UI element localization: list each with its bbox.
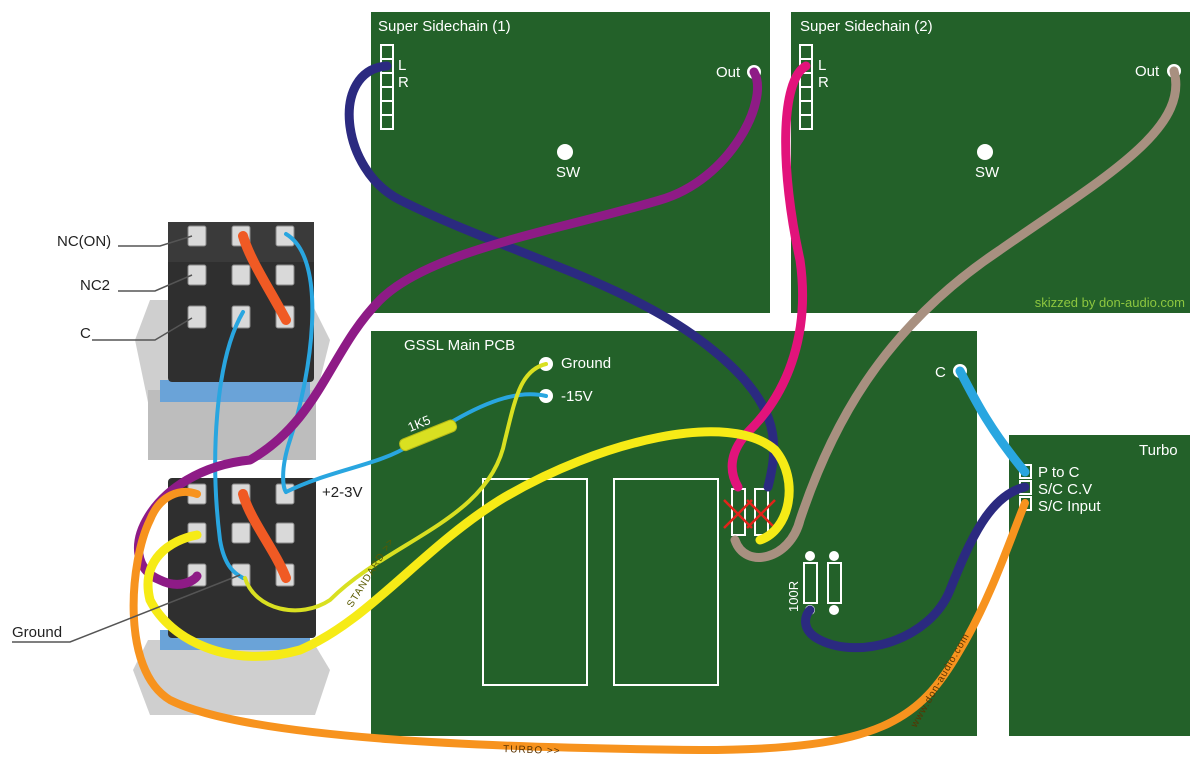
sidechain-2-sw-label: SW — [975, 164, 1000, 181]
sidechain-1-sw-label: SW — [556, 164, 581, 181]
wire-jumper-upper — [238, 231, 291, 325]
wire-label-turbo: TURBO >> — [503, 744, 561, 757]
main-pcb-title: GSSL Main PCB — [404, 337, 515, 354]
board-gssl-main: GSSL Main PCB Ground -15V C 100R — [371, 331, 977, 736]
wire-purple-sidechain1-out — [134, 67, 762, 589]
label-nc2: NC2 — [80, 277, 110, 294]
ground-pad-label: Ground — [561, 355, 611, 372]
component-footprint-2 — [613, 478, 719, 686]
sidechain-1-out-label: Out — [716, 64, 741, 81]
sidechain-2-title: Super Sidechain (2) — [800, 18, 933, 35]
wire-navy-turbo — [801, 482, 1030, 653]
wire-lightblue-switch — [281, 232, 315, 494]
wire-orange-turbo — [129, 487, 1029, 754]
wire-lime-ground — [243, 362, 548, 613]
turbo-sc-cv: S/C C.V — [1038, 481, 1092, 498]
sidechain-2-header — [799, 44, 813, 130]
turbo-title: Turbo — [1139, 442, 1178, 459]
resistor-1k5 — [399, 419, 458, 452]
wire-taupe-sidechain2-out — [730, 66, 1181, 562]
sidechain-1-title: Super Sidechain (1) — [378, 18, 511, 35]
wire-lightblue-c-to-turbo — [955, 366, 1030, 477]
resistor-100r-label: 100R — [786, 581, 801, 612]
turbo-p-to-c: P to C — [1038, 464, 1080, 481]
sidechain-1-header — [380, 44, 394, 130]
sidechain-2-sw-pad — [977, 144, 993, 160]
wire-jumper-lower — [238, 489, 291, 583]
wire-yellow-standard — [143, 427, 794, 661]
label-c: C — [80, 325, 91, 342]
c-pad-label: C — [935, 364, 946, 381]
credit-text: skizzed by don-audio.com — [1035, 295, 1185, 310]
sidechain-1-pin-r: R — [398, 74, 409, 91]
board-turbo: Turbo P to C S/C C.V S/C Input — [1009, 435, 1190, 736]
label-plus-v: +2-3V — [322, 484, 362, 501]
sidechain-1-sw-pad — [557, 144, 573, 160]
label-nc-on: NC(ON) — [57, 233, 111, 250]
wire-pink-sidechain2 — [727, 61, 811, 492]
sidechain-1-pin-l: L — [398, 57, 406, 74]
wire-lightblue-switch-2 — [213, 310, 245, 580]
neg15v-pad-label: -15V — [561, 388, 593, 405]
sidechain-2-pin-l: L — [818, 57, 826, 74]
turbo-sc-input: S/C Input — [1038, 498, 1101, 515]
label-ground: Ground — [12, 624, 62, 641]
callouts — [12, 235, 241, 643]
switch-lower — [133, 478, 330, 715]
sidechain-2-out-label: Out — [1135, 63, 1160, 80]
sidechain-2-pin-r: R — [818, 74, 829, 91]
